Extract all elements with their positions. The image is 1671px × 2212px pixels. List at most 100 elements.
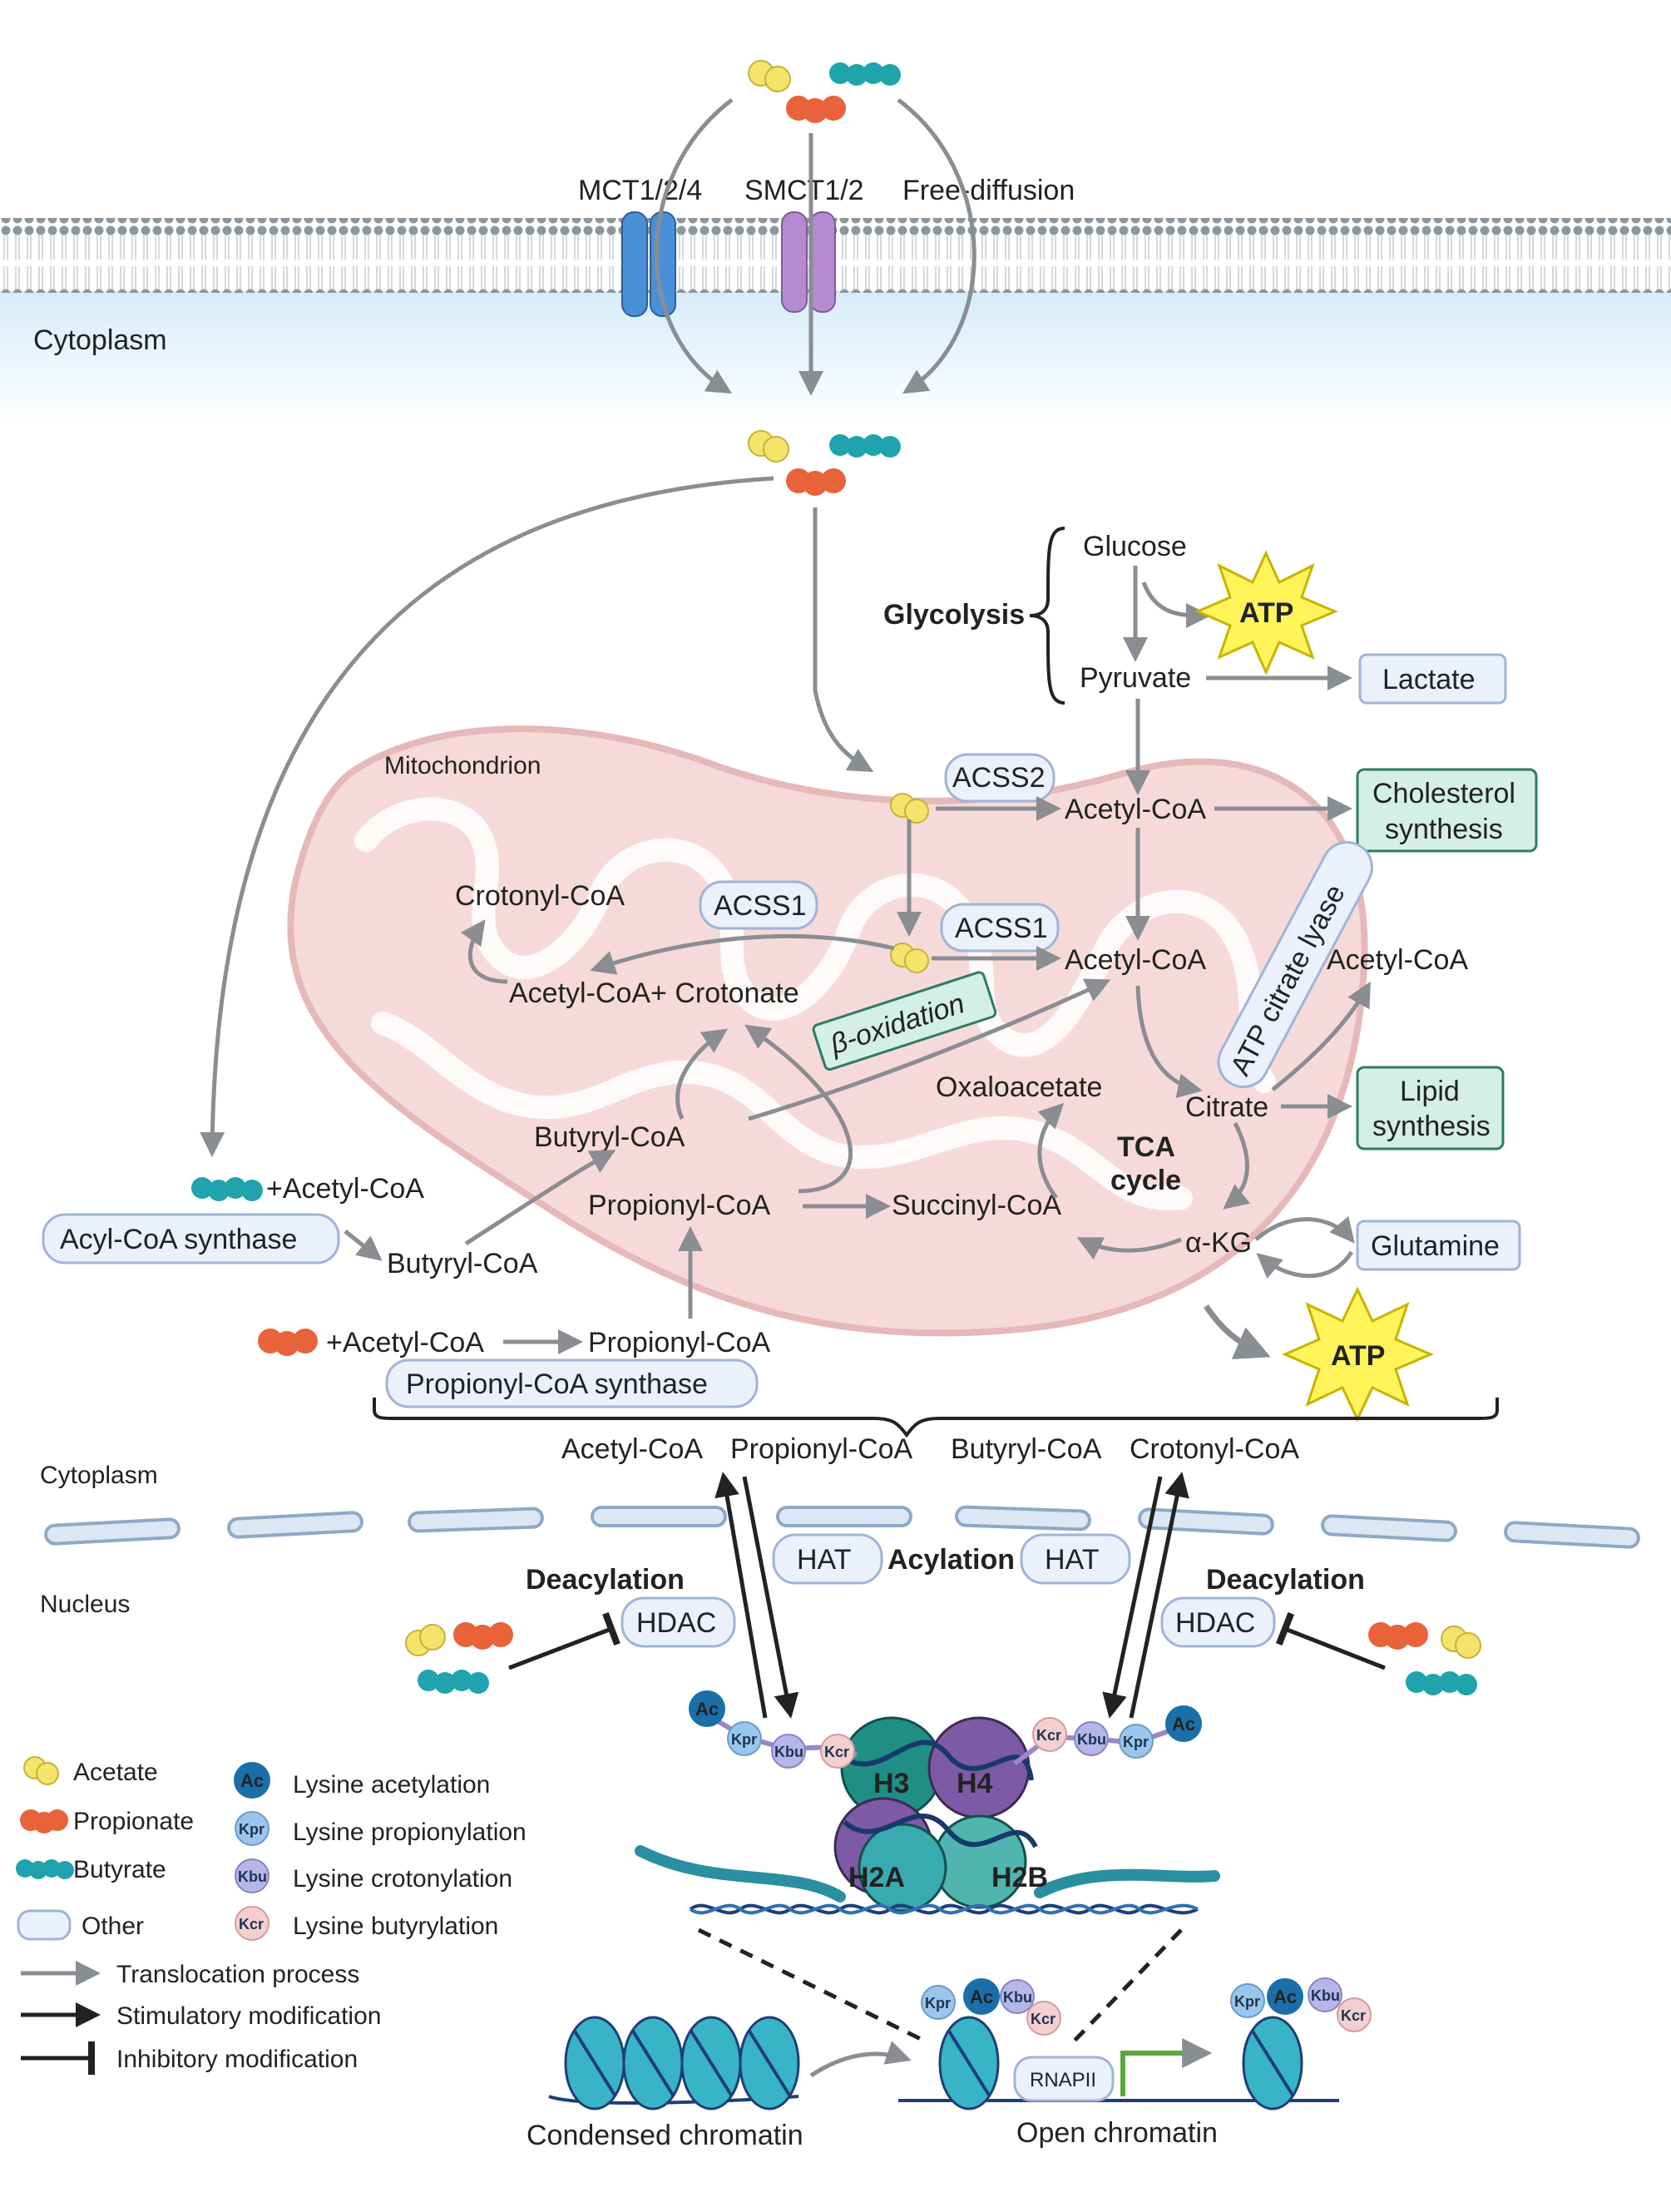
acetate-molecule-acss2 [890,793,929,824]
acyl-list-propionyl: Propionyl-CoA [730,1433,913,1465]
scfa-cluster-left [405,1622,513,1694]
hdac-left-inhibit [508,1611,620,1670]
acylation-right-arrow [1102,1476,1163,1719]
open-chromatin-label: Open chromatin [1016,2117,1218,2149]
succinyl-to-oxaloacetate-arrow [1037,1102,1065,1200]
legend-lys-pr: Lysine propionylation [293,1819,527,1846]
cytoplasm-label: Cytoplasm [33,324,167,356]
histone-h2a-label: H2A [848,1862,905,1893]
legend-translocation: Translocation process [116,1961,359,1988]
hat-left-label: HAT [797,1544,851,1576]
acetate-molecule-cyto [748,430,789,463]
cholesterol-label-1: Cholesterol [1372,778,1515,809]
histone-h4-label: H4 [957,1768,993,1799]
deacylation-right-arrow [1129,1472,1189,1719]
legend-lys-cr: Lysine crotonylation [293,1865,512,1893]
mct-label: MCT1/2/4 [578,175,702,206]
hat-left-box [772,1533,883,1585]
propionate-molecule-synthase [258,1329,318,1356]
h4-kcr-mark [1032,1717,1067,1752]
legend-butyrate: Butyrate [73,1856,166,1883]
open-nucleosome-1 [938,2016,1000,2111]
propionyl-to-crotonate-arrow [744,1024,853,1194]
h3-kbu-text: Kbu [774,1744,803,1760]
open1-ac-text: Ac [970,1987,993,2007]
legend-kbu-icon-text: Kbu [238,1868,267,1885]
legend: Acetate Propionate Butyrate Other Ac Lys… [16,1756,527,2075]
open1-kpr-mark [921,1985,956,2020]
free-diffusion-label: Free-diffusion [902,175,1075,206]
legend-propionate: Propionate [73,1808,194,1835]
to-mitochondrion-arrow [813,507,874,772]
condensed-chromatin-label: Condensed chromatin [527,2120,803,2151]
akg-to-glutamine-arrow [1254,1215,1355,1244]
open2-kbu-text: Kbu [1311,1987,1340,2004]
tca-label-2: cycle [1110,1165,1181,1196]
glycolysis-label: Glycolysis [883,599,1025,631]
atp-label-bottom: ATP [1331,1340,1385,1372]
tca-label-1: TCA [1117,1131,1175,1163]
glutamine-box [1356,1220,1521,1271]
butyryl-coa-out-label: Butyryl-CoA [387,1248,538,1279]
hdac-left-box [620,1596,736,1648]
open1-kcr-text: Kcr [1031,2011,1055,2027]
plus-acetyl-coa-1: +Acetyl-CoA [266,1173,424,1205]
deacylation-left-arrow [714,1472,768,1719]
butyryl-to-crotonate-arrow [675,1028,728,1121]
h3-kpr-mark [727,1721,762,1756]
atp-star-top [1194,550,1338,675]
zoom-line-right [1071,1928,1183,2044]
open1-kcr-mark [1026,2001,1061,2036]
lipid-label-1: Lipid [1400,1076,1460,1107]
acetyl-to-citrate-arrow [1135,985,1203,1098]
histone-h2b-label: H2B [991,1862,1048,1893]
diffusion-arrow [897,98,976,394]
butyrate-molecule-cyto [829,434,901,458]
open2-kpr-text: Kpr [1234,1993,1260,2010]
acetyl-crotonate-label: Acetyl-CoA+ Crotonate [509,977,799,1009]
akg-label: α-KG [1185,1227,1252,1259]
rnapii-label: RNAPII [1030,2069,1096,2091]
citrate-to-acetyl-arrow [1271,981,1371,1091]
propionate-molecule-cyto [786,468,846,496]
akg-to-succinyl-arrow [1076,1237,1182,1260]
deacylation-left-label: Deacylation [526,1564,685,1596]
h4-ac-mark [1165,1705,1202,1742]
mitochondrion-label: Mitochondrion [384,752,541,779]
open2-ac-mark [1267,1978,1303,2015]
acetyl-coa-top-label: Acetyl-CoA [1065,794,1206,825]
succinyl-coa-label: Succinyl-CoA [892,1190,1061,1221]
acss1-left-arrow [590,933,895,975]
hdac-right-label: HDAC [1175,1607,1255,1639]
nuclear-envelope [44,1505,1640,1549]
glutamine-to-akg-arrow [1256,1250,1354,1279]
acylation-label: Acylation [887,1544,1015,1576]
h4-kbu-mark [1074,1721,1109,1756]
lactate-label: Lactate [1382,664,1476,695]
acss1-left-box [699,880,818,930]
butyryl-coa-in-label: Butyryl-CoA [534,1121,685,1153]
open1-kbu-text: Kbu [1003,1989,1032,2006]
open-nucleosome-2 [1242,2016,1303,2111]
h4-kpr-mark [1119,1724,1154,1759]
legend-lys-ac: Lysine acetylation [293,1771,490,1799]
legend-acetate: Acetate [73,1759,158,1786]
plus-acetyl-coa-2: +Acetyl-CoA [326,1327,484,1358]
glycolysis-atp-arrow [1141,581,1211,628]
to-acyl-synthase-arrow [200,476,774,1157]
h3-ac-text: Ac [695,1699,719,1720]
zoom-line-left [697,1927,929,2045]
h4-ac-text: Ac [1172,1714,1195,1734]
glycolysis-brace [1029,527,1065,705]
hdac-right-inhibit [1275,1611,1386,1670]
nucleus-label: Nucleus [40,1591,130,1618]
legend-ac-icon-text: Ac [240,1770,264,1791]
legend-lys-bu: Lysine butyrylation [293,1913,498,1940]
h3-ac-mark [689,1690,725,1727]
butyryl-to-acetyl-arrow [748,978,1111,1121]
legend-stimulatory: Stimulatory modification [116,2002,381,2030]
open1-ac-mark [963,1978,1000,2015]
smct-transporter [781,211,836,313]
h3-kcr-mark [820,1734,855,1769]
open1-kbu-mark [1000,1979,1035,2014]
